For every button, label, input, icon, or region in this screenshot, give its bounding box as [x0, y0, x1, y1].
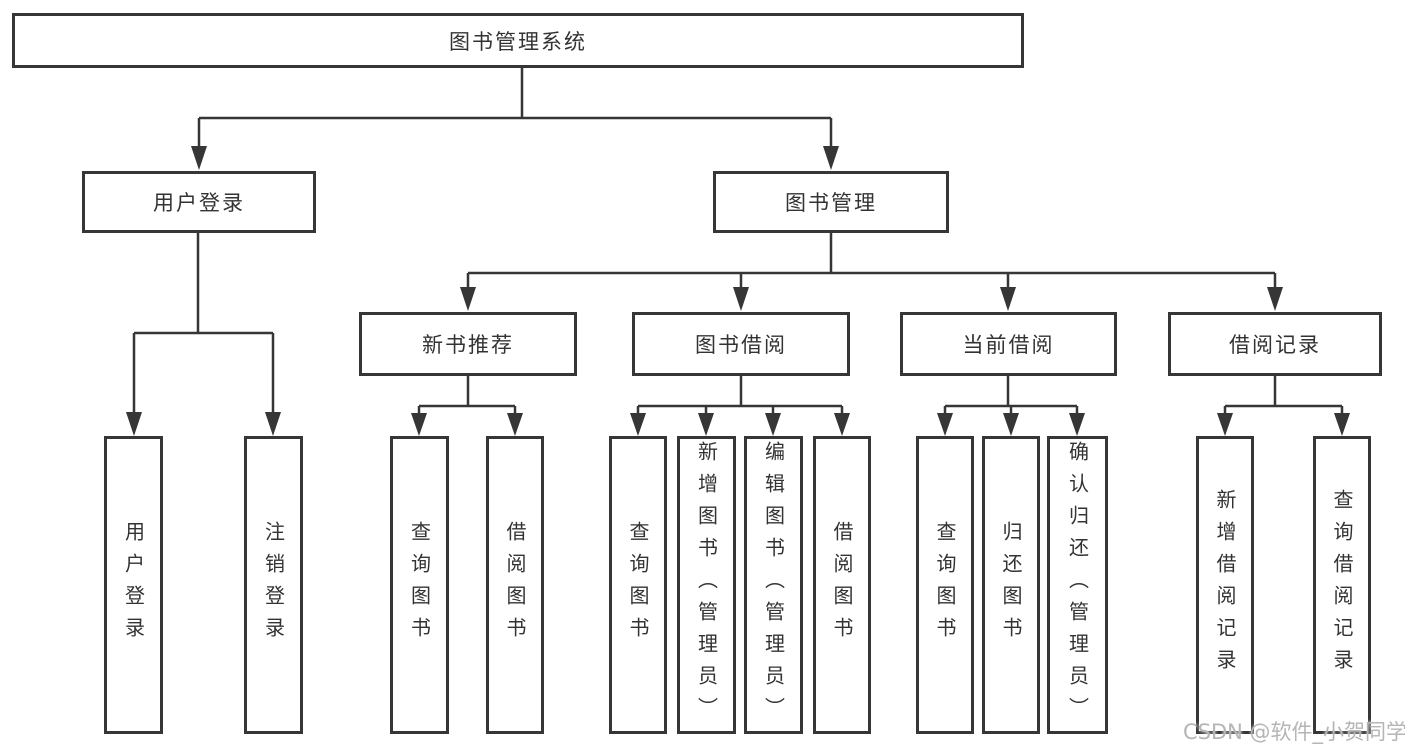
leaf-return-books: 归还图书 [982, 436, 1040, 734]
leaf-add-book-admin-label: 新增图书（管理员） [694, 441, 719, 729]
leaf-recommend-borrow-books-label: 借阅图书 [503, 521, 527, 649]
leaf-confirm-return-admin-label: 确认归还（管理员） [1065, 441, 1090, 729]
leaf-borrow-borrow-books: 借阅图书 [813, 436, 871, 734]
arrowheads [126, 146, 1350, 436]
leaf-add-borrow-record-label: 新增借阅记录 [1213, 489, 1237, 681]
leaf-confirm-return-admin: 确认归还（管理员） [1047, 436, 1108, 734]
leaf-current-query-books-label: 查询图书 [933, 521, 957, 649]
leaf-recommend-query-books-label: 查询图书 [407, 521, 432, 649]
leaf-user-login-label: 用户登录 [121, 521, 146, 649]
leaf-current-query-books: 查询图书 [916, 436, 974, 734]
leaf-add-borrow-record: 新增借阅记录 [1196, 436, 1254, 734]
leaf-logout-label: 注销登录 [261, 521, 286, 649]
node-user-login: 用户登录 [82, 171, 316, 233]
csdn-watermark: CSDN @软件_小贺同学 [1183, 720, 1405, 744]
leaf-add-book-admin: 新增图书（管理员） [677, 436, 736, 734]
node-new-book-recommendation: 新书推荐 [359, 312, 577, 376]
leaf-recommend-borrow-books: 借阅图书 [486, 436, 544, 734]
leaf-user-login: 用户登录 [104, 436, 163, 734]
node-current-borrowing: 当前借阅 [900, 312, 1117, 376]
node-library-management-system: 图书管理系统 [12, 13, 1024, 68]
leaf-borrow-borrow-books-label: 借阅图书 [830, 521, 854, 649]
leaf-query-borrow-record: 查询借阅记录 [1313, 436, 1371, 734]
leaf-query-borrow-record-label: 查询借阅记录 [1330, 489, 1354, 681]
connector-segments [132, 68, 1344, 416]
node-book-management: 图书管理 [713, 171, 949, 233]
leaf-logout: 注销登录 [244, 436, 303, 734]
leaf-borrow-query-books-label: 查询图书 [626, 521, 650, 649]
node-borrowing-records: 借阅记录 [1168, 312, 1382, 376]
leaf-edit-book-admin: 编辑图书（管理员） [744, 436, 803, 734]
node-book-borrowing: 图书借阅 [632, 312, 850, 376]
leaf-recommend-query-books: 查询图书 [390, 436, 449, 734]
leaf-borrow-query-books: 查询图书 [609, 436, 667, 734]
leaf-return-books-label: 归还图书 [999, 521, 1023, 649]
leaf-edit-book-admin-label: 编辑图书（管理员） [761, 441, 786, 729]
